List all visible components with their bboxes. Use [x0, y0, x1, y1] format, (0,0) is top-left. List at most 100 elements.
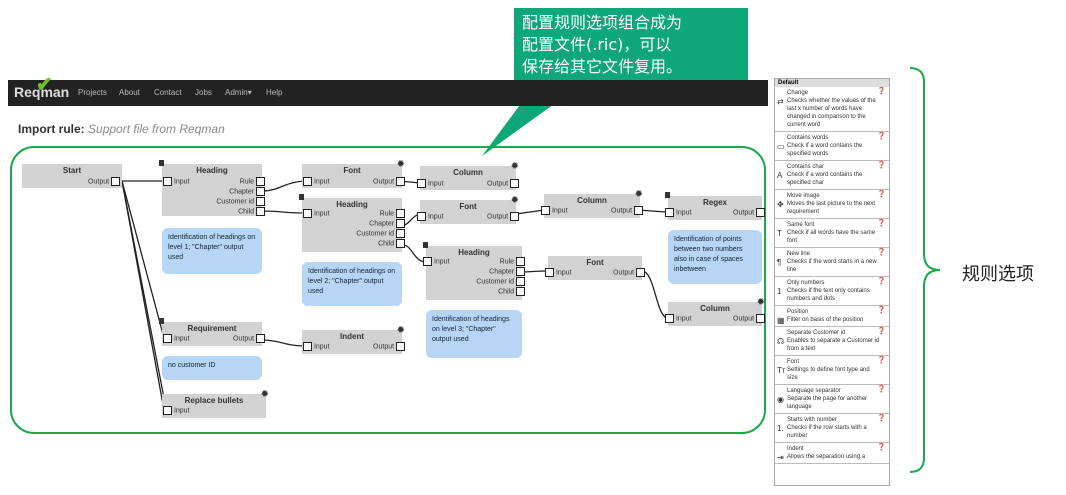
- output-port[interactable]: Output: [373, 177, 405, 186]
- input-port[interactable]: Input: [545, 268, 572, 277]
- port-child[interactable]: Child: [238, 207, 265, 216]
- port-box[interactable]: [256, 207, 265, 216]
- node-column-3[interactable]: ✹ Column Input Output: [665, 297, 765, 326]
- input-port[interactable]: Input: [417, 179, 444, 188]
- port-box[interactable]: [303, 177, 312, 186]
- nav-jobs[interactable]: Jobs: [195, 88, 212, 97]
- port-box[interactable]: [417, 212, 426, 221]
- input-port[interactable]: Input: [541, 206, 568, 215]
- port-box[interactable]: [396, 177, 405, 186]
- port-box[interactable]: [636, 268, 645, 277]
- output-port[interactable]: Output: [611, 206, 643, 215]
- help-icon[interactable]: ❓: [877, 162, 886, 169]
- node-font-3[interactable]: Font Input Output: [545, 256, 645, 280]
- gear-icon[interactable]: ✹: [396, 325, 405, 336]
- output-port[interactable]: Output: [487, 212, 519, 221]
- port-box[interactable]: [256, 187, 265, 196]
- nav-projects[interactable]: Projects: [78, 88, 107, 97]
- node-column-2[interactable]: ✹ Column Input Output: [541, 189, 643, 218]
- output-port[interactable]: Output: [613, 268, 645, 277]
- input-port[interactable]: Input: [423, 257, 450, 266]
- node-font-2[interactable]: ✹ Font Input Output: [417, 195, 519, 224]
- port-box[interactable]: [163, 177, 172, 186]
- reqman-logo[interactable]: Reqman✔: [14, 74, 69, 100]
- port-rule[interactable]: Rule: [500, 257, 525, 266]
- port-box[interactable]: [396, 229, 405, 238]
- output-port[interactable]: Output: [233, 334, 265, 343]
- node-column-1[interactable]: ✹ Column Input Output: [417, 161, 519, 190]
- input-port[interactable]: Input: [163, 334, 190, 343]
- input-port[interactable]: Input: [303, 342, 330, 351]
- port-chapter[interactable]: Chapter: [489, 267, 525, 276]
- node-heading-2[interactable]: Heading Input Rule Chapter Customer id C…: [299, 194, 405, 252]
- node-regex[interactable]: Regex Input Output: [665, 192, 765, 220]
- port-box[interactable]: [303, 342, 312, 351]
- gear-icon[interactable]: ✹: [510, 161, 519, 172]
- input-port[interactable]: Input: [417, 212, 444, 221]
- port-box[interactable]: [163, 406, 172, 415]
- node-heading-3[interactable]: Heading Input Rule Chapter Customer id C…: [423, 242, 525, 300]
- port-box[interactable]: [665, 314, 674, 323]
- port-chapter[interactable]: Chapter: [229, 187, 265, 196]
- node-font-1[interactable]: ✹ Font Input Output: [302, 159, 405, 188]
- input-port[interactable]: Input: [303, 209, 330, 218]
- nav-help[interactable]: Help: [266, 88, 283, 97]
- port-child[interactable]: Child: [498, 287, 525, 296]
- port-box[interactable]: [756, 208, 765, 217]
- port-box[interactable]: [545, 268, 554, 277]
- input-port[interactable]: Input: [303, 177, 330, 186]
- output-port[interactable]: Output: [733, 208, 765, 217]
- port-box[interactable]: [163, 334, 172, 343]
- output-port[interactable]: Output: [88, 177, 120, 186]
- port-customer-id[interactable]: Customer id: [356, 229, 405, 238]
- port-box[interactable]: [756, 314, 765, 323]
- port-box[interactable]: [256, 334, 265, 343]
- node-heading-1[interactable]: Heading Input Rule Chapter Customer id C…: [159, 160, 265, 216]
- gear-icon[interactable]: ✹: [756, 297, 765, 308]
- port-box[interactable]: [516, 267, 525, 276]
- port-box[interactable]: [423, 257, 432, 266]
- port-box[interactable]: [396, 219, 405, 228]
- port-rule[interactable]: Rule: [240, 177, 265, 186]
- port-box[interactable]: [510, 179, 519, 188]
- node-requirement[interactable]: Requirement Input Output: [159, 318, 265, 346]
- port-rule[interactable]: Rule: [380, 209, 405, 218]
- port-box[interactable]: [303, 209, 312, 218]
- port-chapter[interactable]: Chapter: [369, 219, 405, 228]
- help-icon[interactable]: ❓: [877, 328, 886, 335]
- help-icon[interactable]: ❓: [877, 88, 886, 95]
- input-port[interactable]: Input: [665, 208, 692, 217]
- help-icon[interactable]: ❓: [877, 357, 886, 364]
- port-box[interactable]: [541, 206, 550, 215]
- gear-icon[interactable]: ✹: [396, 159, 405, 170]
- help-icon[interactable]: ❓: [877, 220, 886, 227]
- node-start[interactable]: Start Output: [22, 164, 122, 188]
- help-icon[interactable]: ❓: [877, 191, 886, 198]
- port-customer-id[interactable]: Customer id: [216, 197, 265, 206]
- port-box[interactable]: [516, 287, 525, 296]
- input-port[interactable]: Input: [665, 314, 692, 323]
- nav-admin[interactable]: Admin▾: [225, 88, 252, 97]
- help-icon[interactable]: ❓: [877, 386, 886, 393]
- port-box[interactable]: [665, 208, 674, 217]
- port-customer-id[interactable]: Customer id: [476, 277, 525, 286]
- port-box[interactable]: [256, 177, 265, 186]
- port-box[interactable]: [516, 257, 525, 266]
- input-port[interactable]: Input: [163, 406, 190, 415]
- port-box[interactable]: [256, 197, 265, 206]
- node-indent[interactable]: ✹ Indent Input Output: [302, 325, 405, 354]
- help-icon[interactable]: ❓: [877, 249, 886, 256]
- port-box[interactable]: [634, 206, 643, 215]
- input-port[interactable]: Input: [163, 177, 190, 186]
- help-icon[interactable]: ❓: [877, 415, 886, 422]
- port-box[interactable]: [417, 179, 426, 188]
